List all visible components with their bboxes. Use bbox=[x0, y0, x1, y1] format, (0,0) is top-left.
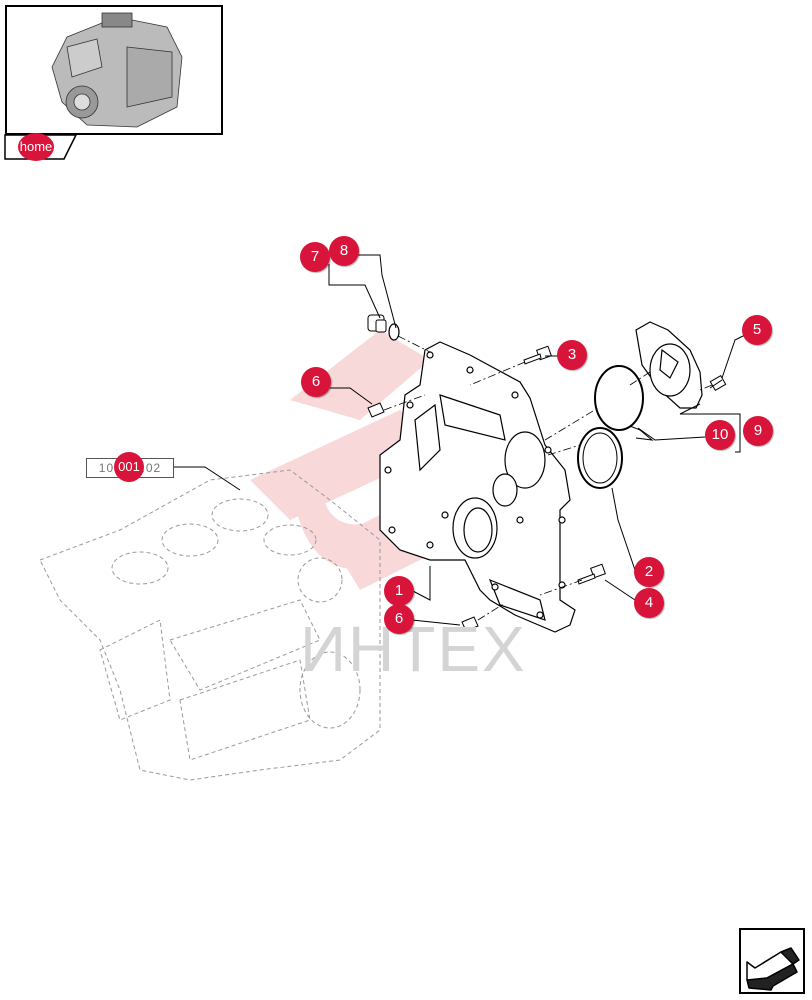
seal-ring-2 bbox=[577, 427, 623, 489]
callout-6-upper[interactable]: 6 bbox=[301, 367, 331, 397]
dowel-6-lower bbox=[461, 616, 479, 632]
callout-1[interactable]: 1 bbox=[384, 576, 414, 606]
arrow-back-icon bbox=[746, 947, 800, 991]
bolt-4 bbox=[577, 563, 606, 585]
alignment-lines bbox=[383, 335, 713, 621]
callout-9[interactable]: 9 bbox=[743, 416, 773, 446]
back-navigation-button[interactable] bbox=[739, 928, 805, 994]
pump-cover-9 bbox=[635, 321, 703, 409]
callout-10[interactable]: 10 bbox=[705, 420, 735, 450]
callout-5[interactable]: 5 bbox=[742, 315, 772, 345]
bolt-5 bbox=[709, 374, 727, 392]
callout-6-lower[interactable]: 6 bbox=[384, 604, 414, 634]
engine-thumbnail-image bbox=[51, 12, 183, 128]
o-ring-10 bbox=[594, 365, 644, 431]
callout-2[interactable]: 2 bbox=[634, 557, 664, 587]
washer-8 bbox=[388, 323, 400, 341]
leader-lines bbox=[172, 254, 746, 626]
callout-8[interactable]: 8 bbox=[329, 236, 359, 266]
callout-4[interactable]: 4 bbox=[634, 588, 664, 618]
dowel-6-upper bbox=[367, 402, 385, 418]
bolt-3 bbox=[523, 345, 552, 365]
callout-3[interactable]: 3 bbox=[557, 340, 587, 370]
engine-thumbnail[interactable] bbox=[5, 5, 223, 135]
reference-link-button[interactable]: 001 bbox=[114, 452, 144, 482]
engine-block-outline bbox=[39, 469, 381, 781]
callout-7[interactable]: 7 bbox=[300, 242, 330, 272]
timing-cover bbox=[379, 341, 576, 633]
home-button[interactable]: home bbox=[18, 133, 54, 161]
plug-7 bbox=[367, 314, 387, 333]
